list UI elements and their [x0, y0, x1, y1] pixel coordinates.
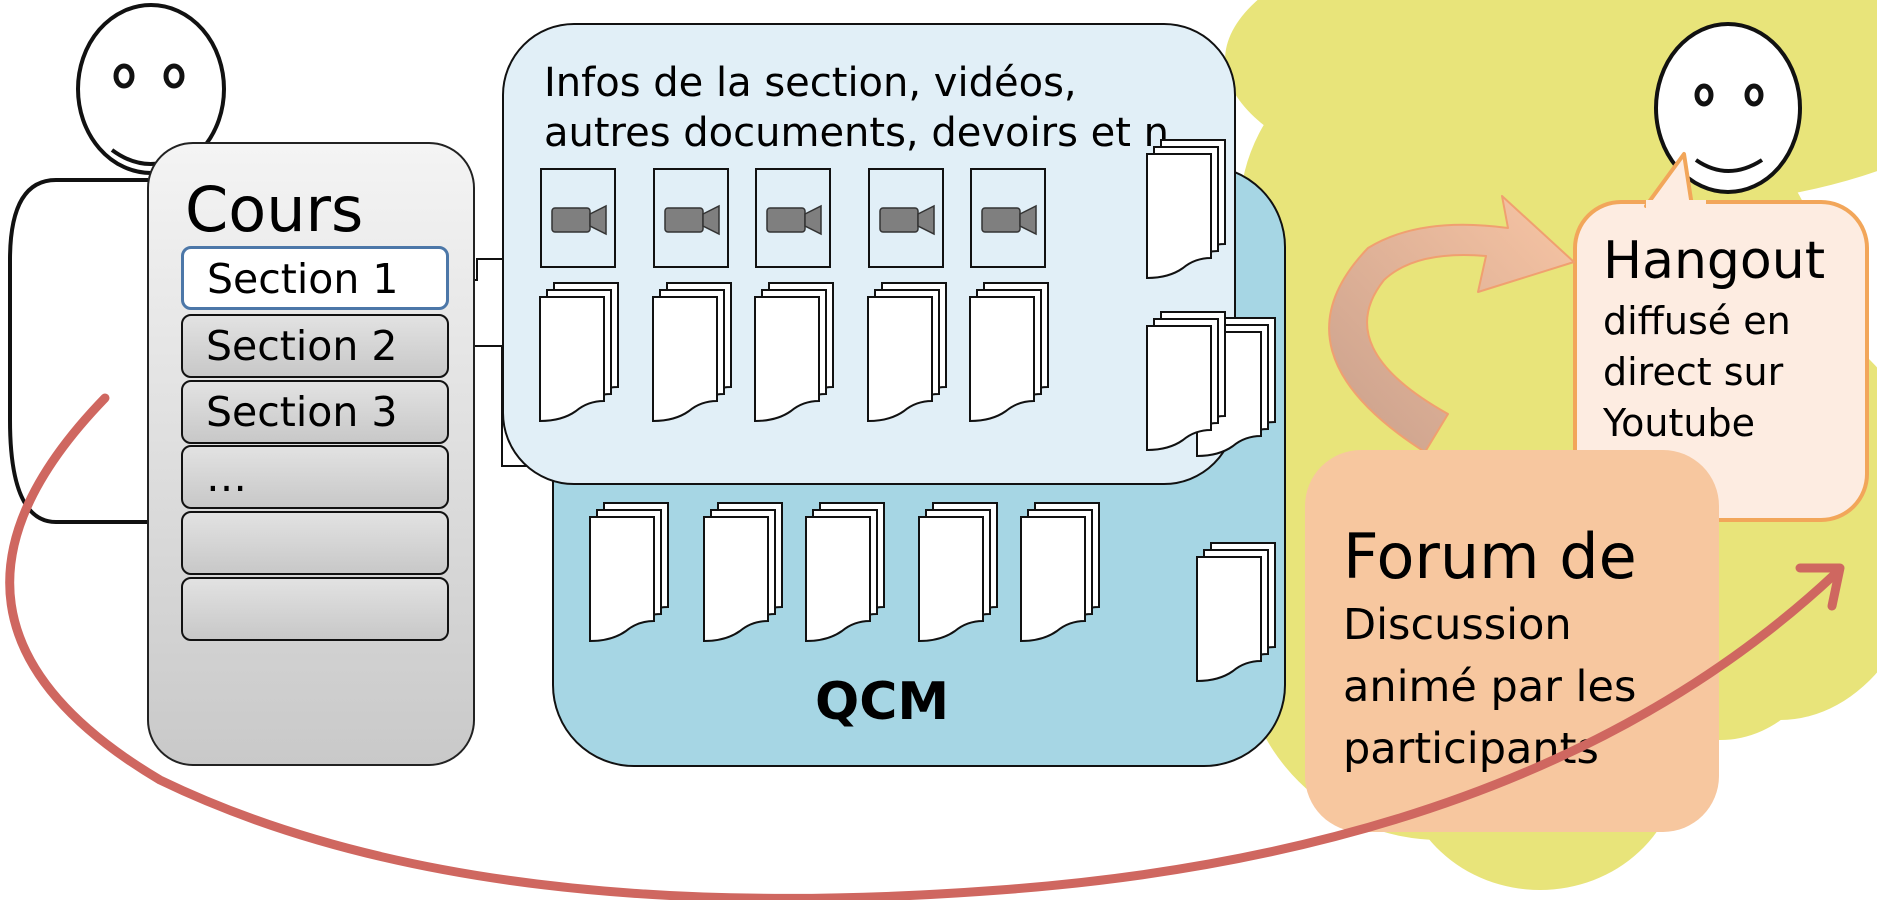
- video-camera-icon: [664, 204, 720, 236]
- student-body: [8, 178, 148, 524]
- teacher-right-eye: [1744, 83, 1764, 107]
- section-item-3[interactable]: Section 3: [181, 380, 449, 444]
- forum-title: Forum de: [1343, 520, 1637, 593]
- section-item-6[interactable]: [181, 577, 449, 641]
- hangout-text: diffusé en direct sur Youtube: [1603, 299, 1791, 445]
- loop-arrowhead: [1795, 563, 1845, 611]
- section-item-2[interactable]: Section 2: [181, 314, 449, 378]
- loop-arrow-path: [5, 393, 1840, 900]
- video-camera-icon: [766, 204, 822, 236]
- qcm-label: QCM: [815, 672, 950, 732]
- teacher-figure: [1654, 22, 1802, 194]
- student-figure: [8, 3, 226, 524]
- video-camera-icon: [551, 204, 607, 236]
- section-item-1[interactable]: Section 1: [181, 246, 449, 310]
- video-camera-icon: [879, 204, 935, 236]
- forum-text: Discussion animé par les participants: [1343, 600, 1637, 774]
- hangout-title: Hangout: [1603, 231, 1826, 291]
- video-card: [755, 168, 831, 268]
- teacher-left-eye: [1694, 83, 1714, 107]
- section-item-5[interactable]: [181, 511, 449, 575]
- video-card: [868, 168, 944, 268]
- section-info-text: Infos de la section, vidéos, autres docu…: [544, 60, 1169, 156]
- cours-title: Cours: [185, 173, 364, 246]
- teacher-smile: [1694, 158, 1764, 173]
- video-card: [540, 168, 616, 268]
- section-item-4[interactable]: …: [181, 445, 449, 509]
- student-left-eye: [113, 63, 135, 89]
- video-card: [653, 168, 729, 268]
- student-right-eye: [163, 63, 185, 89]
- video-camera-icon: [981, 204, 1037, 236]
- hangout-bubble-tail: [1644, 152, 1706, 210]
- curved-arrow-icon: [1328, 195, 1575, 453]
- forum-box: [1305, 450, 1719, 832]
- video-card: [970, 168, 1046, 268]
- teacher-head: [1654, 22, 1802, 194]
